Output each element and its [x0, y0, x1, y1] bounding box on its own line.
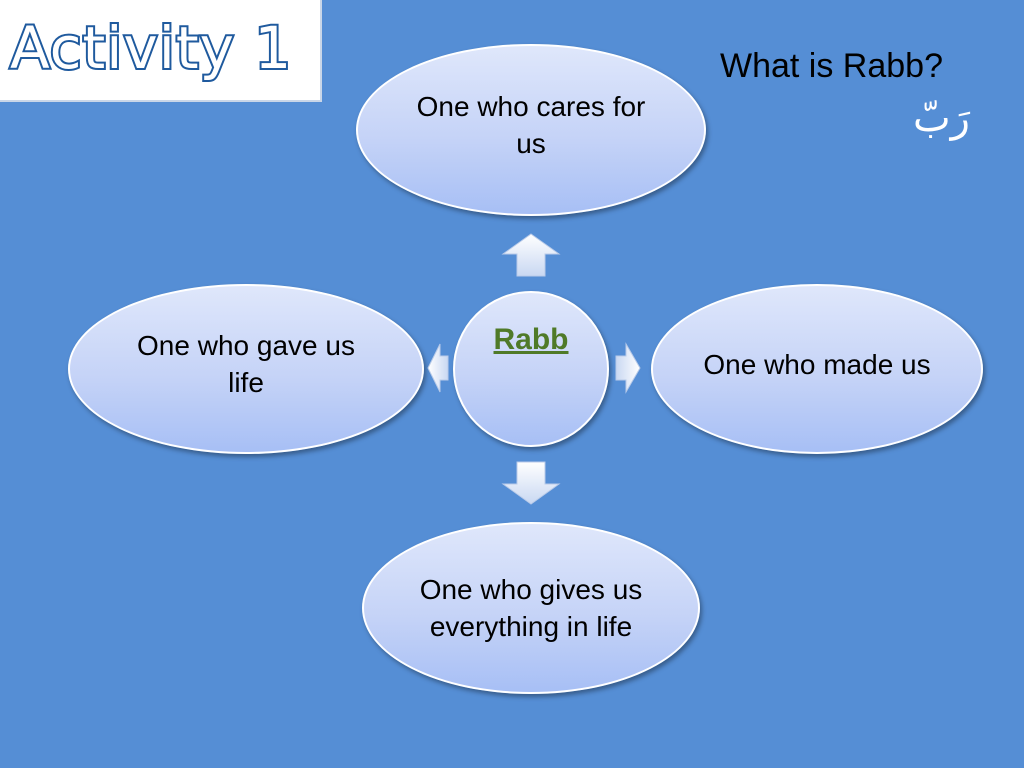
title-box: Activity 1 [0, 0, 322, 102]
center-label: Rabb [493, 323, 569, 356]
node-bottom-label: One who gives us everything in life [419, 574, 643, 642]
node-left-label: One who gave us life [137, 330, 355, 398]
arrow-right-icon [615, 342, 641, 394]
arabic-word: رَبّ [913, 95, 970, 141]
node-left: One who gave us life [68, 284, 424, 454]
node-right: One who made us [651, 284, 983, 454]
node-top-label: One who cares for us [416, 91, 646, 159]
slide-title: Activity 1 [8, 12, 293, 84]
arrow-down-icon [501, 461, 561, 505]
question-text: What is Rabb? [720, 47, 943, 85]
node-top: One who cares for us [356, 44, 706, 216]
arrow-left-icon [427, 343, 449, 393]
center-node: Rabb [453, 291, 609, 447]
arrow-up-icon [501, 233, 561, 277]
node-right-label: One who made us [703, 348, 931, 380]
node-bottom: One who gives us everything in life [362, 522, 700, 694]
